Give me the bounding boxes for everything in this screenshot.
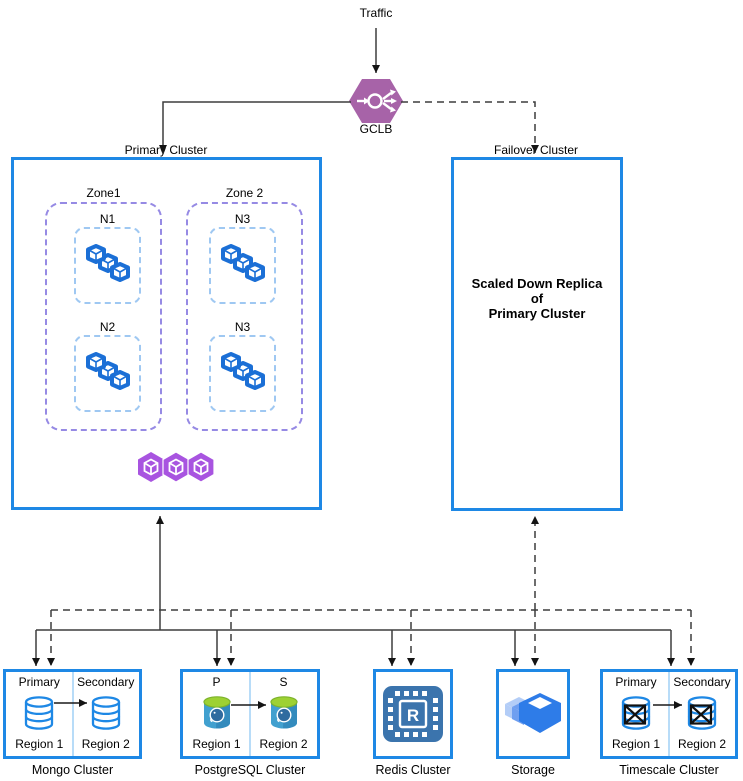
gke-cluster-icon: [138, 451, 215, 483]
workload-cubes-icon: [86, 244, 130, 282]
postgresql-primary-label: P: [212, 675, 221, 689]
postgresql-primary-database-icon: [202, 696, 231, 729]
workload-cubes-icon: [221, 352, 265, 390]
storage-box: [496, 669, 570, 759]
mongo-region-divider: [71, 672, 74, 756]
timescale-cluster-title: Timescale Cluster: [619, 763, 719, 777]
mongo-secondary-label: Secondary: [77, 675, 135, 689]
workload-cubes-icon: [86, 352, 130, 390]
zone1-label: Zone1: [86, 186, 121, 200]
node-n1-box: [74, 227, 141, 304]
postgresql-region-divider: [249, 672, 251, 756]
failover-cluster-box: Scaled Down Replica of Primary Cluster: [451, 157, 623, 511]
mongo-region2-label: Region 2: [81, 737, 130, 751]
redis-letter: R: [407, 706, 419, 725]
node-n2-box: [74, 335, 141, 412]
timescale-region1-label: Region 1: [611, 737, 661, 751]
mongo-cluster-box: Primary Region 1 Secondary: [3, 669, 142, 759]
node-n3b-box: [209, 335, 276, 412]
mongo-region1-label: Region 1: [15, 737, 64, 751]
storage-title: Storage: [511, 763, 555, 777]
timescale-region2-label: Region 2: [677, 737, 727, 751]
failover-cluster-label: Failover Cluster: [493, 143, 579, 157]
postgresql-secondary-database-icon: [269, 696, 298, 729]
postgresql-secondary-label: S: [279, 675, 288, 689]
timescale-primary-label: Primary: [615, 675, 657, 689]
node-n3b-label: N3: [234, 320, 251, 334]
node-n2-label: N2: [99, 320, 116, 334]
workload-cubes-icon: [221, 244, 265, 282]
gclb-load-balancer-icon: [349, 79, 403, 123]
postgresql-region2-label: Region 2: [259, 737, 308, 751]
primary-cluster-box: Zone1 Zone 2 N1 N2 N3 N3: [11, 157, 322, 510]
timescale-cluster-box: Primary Region 1 Secondary: [600, 669, 738, 759]
mongo-primary-database-icon: [25, 696, 54, 730]
failover-description: Scaled Down Replica of Primary Cluster: [471, 276, 603, 321]
node-n3a-label: N3: [234, 212, 251, 226]
postgresql-cluster-box: P Region 1 S: [180, 669, 320, 759]
timescale-primary-database-icon: [621, 696, 651, 730]
redis-chip-icon: R: [383, 686, 443, 742]
primary-cluster-label: Primary Cluster: [124, 143, 208, 157]
zone2-box: [186, 202, 303, 431]
zone2-label: Zone 2: [225, 186, 264, 200]
node-n3a-box: [209, 227, 276, 304]
timescale-secondary-label: Secondary: [673, 675, 731, 689]
postgresql-region1-label: Region 1: [192, 737, 241, 751]
gclb-label: GCLB: [359, 122, 393, 136]
mongo-cluster-title: Mongo Cluster: [31, 763, 114, 777]
timescale-secondary-database-icon: [687, 696, 717, 730]
mongo-secondary-database-icon: [91, 696, 120, 730]
node-n1-label: N1: [99, 212, 116, 226]
storage-icon: [505, 693, 561, 733]
postgresql-cluster-title: PostgreSQL Cluster: [194, 763, 306, 777]
mongo-primary-label: Primary: [18, 675, 60, 689]
redis-cluster-title: Redis Cluster: [375, 763, 451, 777]
traffic-label: Traffic: [359, 6, 393, 20]
zone1-box: [45, 202, 162, 431]
timescale-region-divider: [668, 672, 670, 756]
redis-cluster-box: R: [373, 669, 453, 759]
